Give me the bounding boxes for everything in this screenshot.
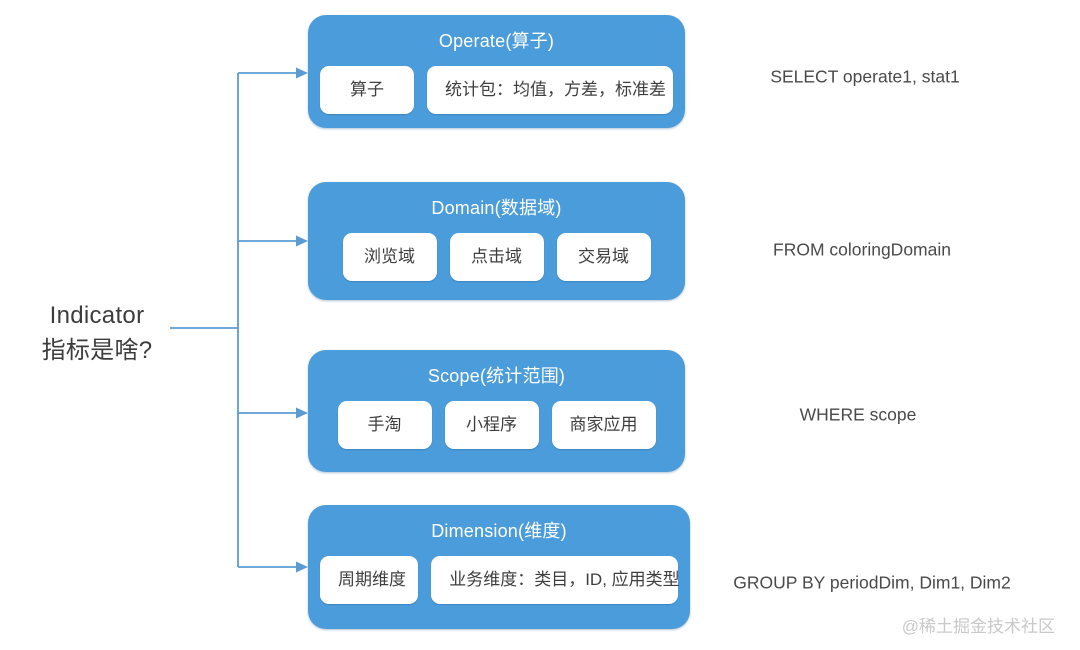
group-scope-title: Scope(统计范围): [427, 366, 566, 386]
sql-annotation-groupby: GROUP BY periodDim, Dim1, Dim2: [733, 572, 1011, 593]
arrow-icon: [296, 561, 308, 573]
group-domain-items: 浏览域 点击域 交易域: [308, 233, 685, 281]
group-dimension-title: Dimension(维度): [431, 521, 567, 541]
arrow-icon: [296, 407, 308, 419]
root-label-line1: Indicator: [49, 302, 145, 329]
sql-annotation-where: WHERE scope: [799, 404, 917, 425]
chip-period-dimension: 周期维度: [320, 556, 419, 604]
root-label: Indicator 指标是啥?: [20, 298, 174, 368]
group-scope: Scope(统计范围) 手淘 小程序 商家应用: [308, 350, 685, 472]
chip-merchant-app: 商家应用: [551, 401, 656, 449]
chip-stat-package: 统计包：均值，方差，标准差: [427, 66, 673, 114]
root-label-line2: 指标是啥?: [41, 337, 153, 364]
sql-annotation-select: SELECT operate1, stat1: [770, 66, 960, 87]
chip-browse-domain: 浏览域: [342, 233, 437, 281]
group-dimension: Dimension(维度) 周期维度 业务维度：类目，ID, 应用类型: [308, 505, 690, 629]
watermark: @稀土掘金技术社区: [901, 617, 1055, 636]
chip-shoutao: 手淘: [337, 401, 432, 449]
group-domain-title: Domain(数据域): [431, 198, 562, 218]
chip-mini-program: 小程序: [444, 401, 539, 449]
group-domain: Domain(数据域) 浏览域 点击域 交易域: [308, 182, 685, 300]
chip-trade-domain: 交易域: [556, 233, 651, 281]
group-operate-title: Operate(算子): [438, 31, 555, 51]
group-operate: Operate(算子) 算子 统计包：均值，方差，标准差: [308, 15, 685, 128]
chip-click-domain: 点击域: [449, 233, 544, 281]
group-scope-items: 手淘 小程序 商家应用: [308, 401, 685, 449]
chip-business-dimension: 业务维度：类目，ID, 应用类型: [431, 556, 680, 604]
arrow-icon: [296, 235, 308, 247]
group-dimension-items: 周期维度 业务维度：类目，ID, 应用类型: [308, 556, 690, 604]
chip-operator: 算子: [320, 66, 414, 114]
group-operate-items: 算子 统计包：均值，方差，标准差: [308, 66, 685, 114]
arrow-icon: [296, 67, 308, 79]
sql-annotation-from: FROM coloringDomain: [773, 239, 951, 260]
